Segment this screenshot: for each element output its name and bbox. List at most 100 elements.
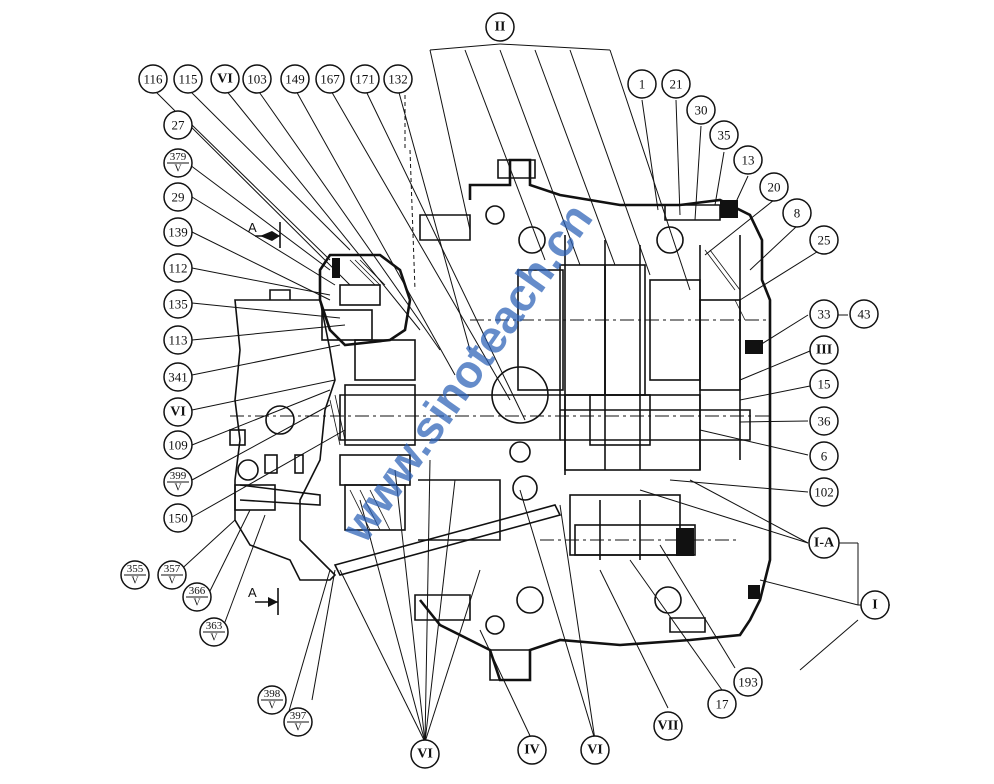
callout-label: 1 (639, 77, 646, 92)
callout-label: 149 (285, 72, 305, 87)
callout-label: VI (587, 743, 603, 758)
callout-label: I-A (814, 536, 835, 551)
callout-label: 29 (172, 190, 185, 205)
callout-circle (280, 64, 310, 94)
callout-label: 35 (718, 128, 731, 143)
callout-113: 113 (163, 325, 193, 355)
callout-341: 341 (163, 362, 193, 392)
watermark-text: www.sinoteach.cn (330, 194, 602, 552)
callout-label: 102 (814, 485, 834, 500)
callout-label: 132 (388, 72, 408, 87)
callout-27: 27 (163, 110, 193, 140)
callout-label: 17 (716, 697, 730, 712)
fraction-denominator: V (294, 723, 302, 734)
callout-171: 171 (350, 64, 380, 94)
fraction-denominator: V (168, 576, 176, 587)
callout-iv: IV (517, 735, 547, 765)
callout-label: I (872, 598, 877, 613)
valve-block (676, 528, 694, 556)
callout-13: 13 (733, 145, 763, 175)
callout-label: 150 (168, 511, 188, 526)
callout-circle (809, 441, 839, 471)
callout-vi-b1: VI (410, 739, 440, 769)
callout-circle (759, 172, 789, 202)
callout-label: 341 (168, 370, 188, 385)
callout-29: 29 (163, 182, 193, 212)
callout-label: 115 (178, 72, 197, 87)
callout-label: 21 (670, 77, 683, 92)
leader-lines (152, 43, 890, 743)
callout-circle (733, 667, 763, 697)
callout-vii: VII (653, 711, 683, 741)
callout-36: 36 (809, 406, 839, 436)
callout-150: 150 (163, 503, 193, 533)
callout-circle (163, 182, 193, 212)
callout-circle (849, 299, 879, 329)
fraction-numerator: 398 (264, 688, 281, 700)
callout-label: 20 (768, 180, 781, 195)
callout-ii: II (485, 12, 515, 42)
fraction-denominator: V (174, 164, 182, 175)
callout-label: VI (217, 72, 233, 87)
callout-circle (809, 406, 839, 436)
callout-circle (163, 253, 193, 283)
callout-circle (733, 145, 763, 175)
callout-label: 30 (695, 103, 708, 118)
callout-i-a: I-A (808, 527, 840, 559)
callout-8: 8 (782, 198, 812, 228)
callout-21: 21 (661, 69, 691, 99)
callout-103: 103 (242, 64, 272, 94)
callout-circle (485, 12, 515, 42)
callout-circle (410, 739, 440, 769)
callout-circle (809, 335, 839, 365)
callout-vi-b2: VI (580, 735, 610, 765)
callout-circle (163, 503, 193, 533)
callout-label: 116 (143, 72, 163, 87)
callout-167: 167 (315, 64, 345, 94)
callout-135: 135 (163, 289, 193, 319)
callout-circle (809, 299, 839, 329)
callout-15: 15 (809, 369, 839, 399)
callout-label: 139 (168, 225, 188, 240)
callout-43: 43 (849, 299, 879, 329)
callout-102: 102 (809, 477, 839, 507)
callout-20: 20 (759, 172, 789, 202)
callout-circle (242, 64, 272, 94)
callout-circle (163, 362, 193, 392)
fraction-numerator: 357 (164, 563, 181, 575)
callout-circle (163, 110, 193, 140)
callout-label: VI (170, 405, 186, 420)
fraction-numerator: 399 (170, 470, 187, 482)
bolt-13 (720, 200, 738, 218)
callout-circle (707, 689, 737, 719)
callout-label: 36 (818, 414, 832, 429)
callout-label: 167 (320, 72, 340, 87)
fraction-denominator: V (193, 598, 201, 609)
callout-circle (315, 64, 345, 94)
callout-circle (860, 590, 890, 620)
callout-label: 33 (818, 307, 831, 322)
fraction-denominator: V (174, 483, 182, 494)
callout-circle (173, 64, 203, 94)
callout-label: 13 (742, 153, 755, 168)
callout-6: 6 (809, 441, 839, 471)
callout-17: 17 (707, 689, 737, 719)
callout-label: 113 (168, 333, 187, 348)
callout-circle (138, 64, 168, 94)
callout-112: 112 (163, 253, 193, 283)
callout-i: I (860, 590, 890, 620)
callout-33: 33 (809, 299, 839, 329)
callout-circle (163, 289, 193, 319)
fraction-numerator: 355 (127, 563, 144, 575)
callout-circle (782, 198, 812, 228)
fraction-numerator: 397 (290, 710, 307, 722)
fraction-denominator: V (210, 633, 218, 644)
